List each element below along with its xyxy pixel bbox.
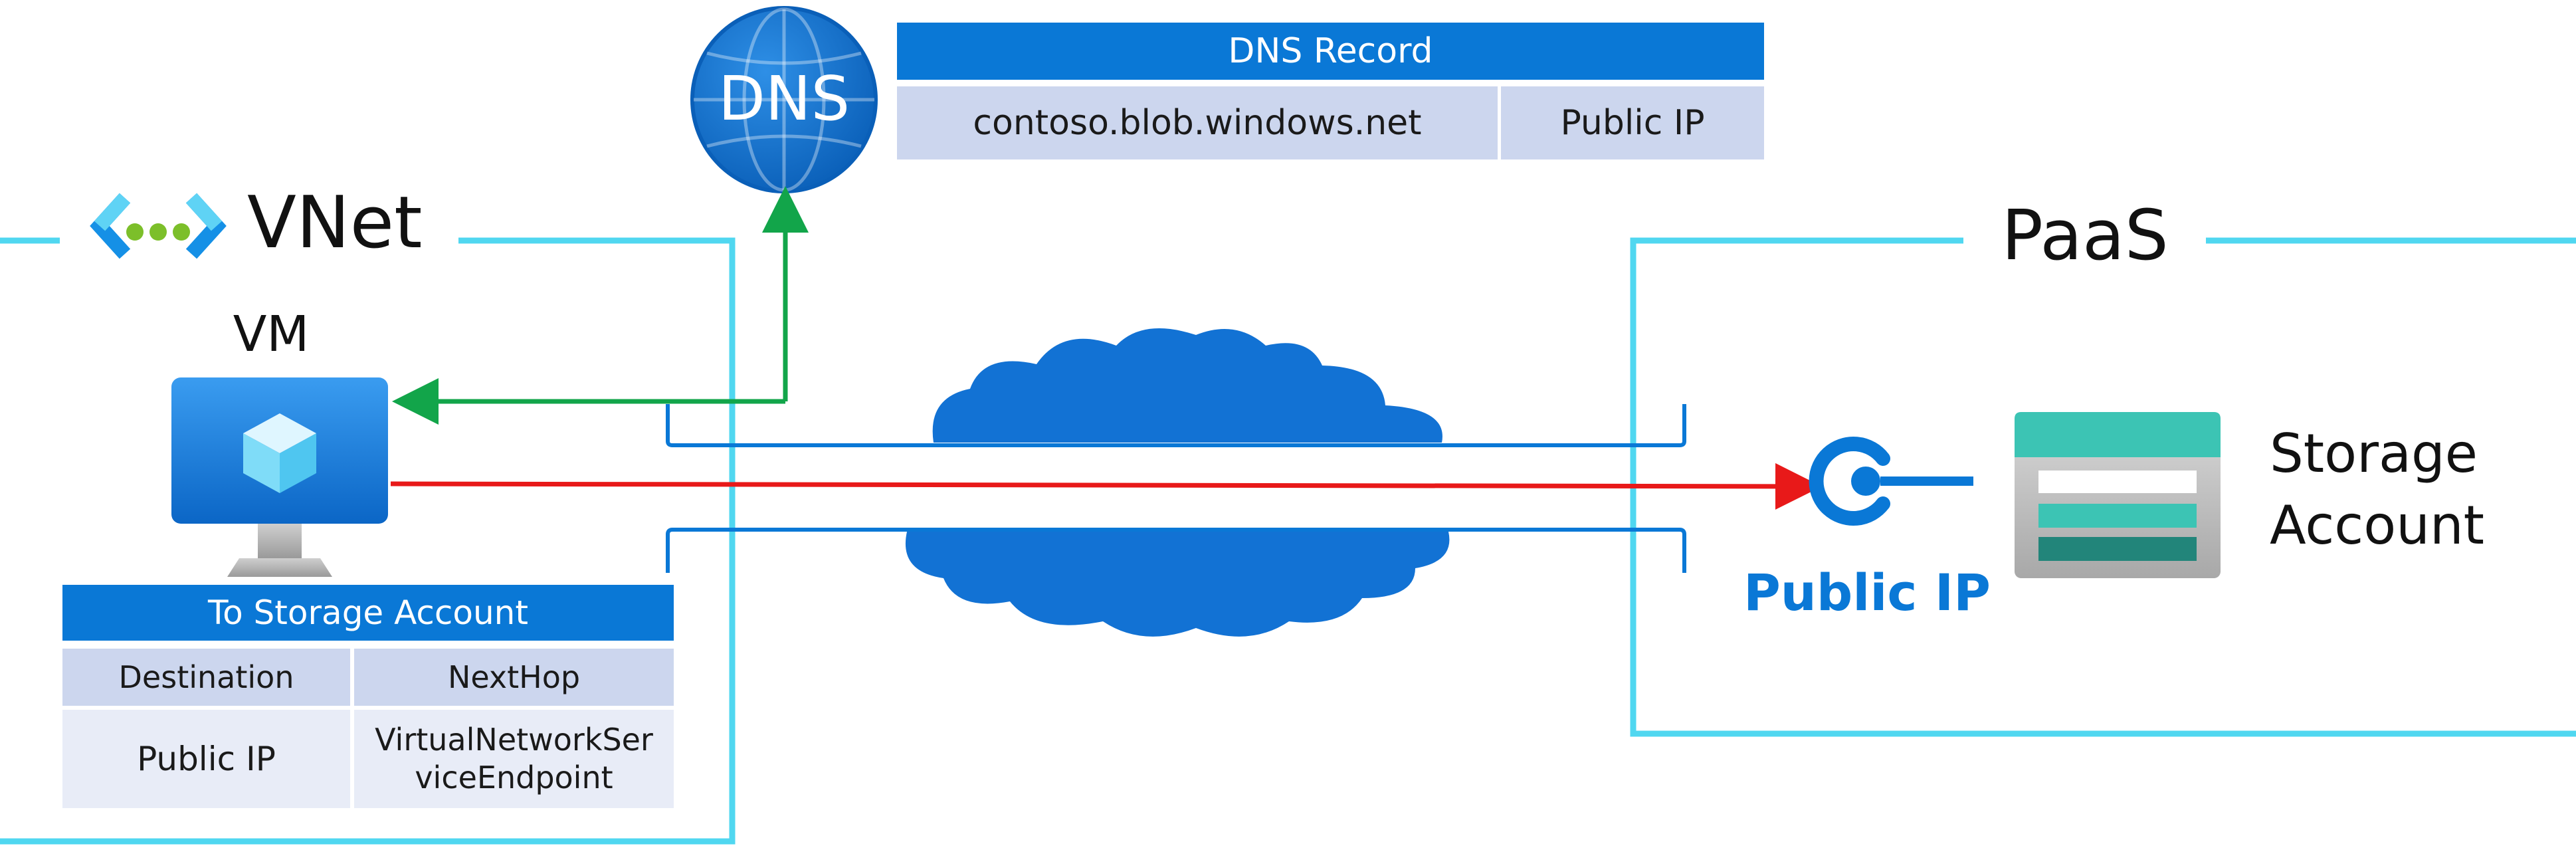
dns-icon-text: DNS <box>718 63 850 134</box>
route-header-destination: Destination <box>62 649 350 706</box>
vm-label: VM <box>233 306 309 363</box>
dns-record-value: Public IP <box>1501 86 1764 159</box>
vnet-label: VNet <box>247 181 422 264</box>
vnet-boundary <box>0 237 736 845</box>
nexthop-line1: VirtualNetworkSer <box>375 721 653 758</box>
paas-label: PaaS <box>2001 195 2169 276</box>
cube-icon <box>243 413 316 493</box>
storage-account-icon <box>2015 412 2221 578</box>
tunnel-top-bracket <box>666 404 1686 447</box>
public-ip-icon <box>1809 437 1973 526</box>
dns-globe-icon <box>690 6 878 193</box>
route-header-nexthop: NextHop <box>354 649 674 706</box>
vnet-icon <box>90 193 227 259</box>
nexthop-line2: viceEndpoint <box>415 760 613 795</box>
public-ip-label: Public IP <box>1743 563 1991 622</box>
internet-cloud-icon <box>905 328 1450 637</box>
route-row-nexthop: VirtualNetworkSer viceEndpoint <box>354 710 674 808</box>
traffic-arrow <box>390 463 1822 510</box>
route-row-destination: Public IP <box>62 710 350 808</box>
route-table-title: To Storage Account <box>62 585 674 641</box>
dns-record-host: contoso.blob.windows.net <box>897 86 1498 159</box>
vm-icon <box>171 377 388 577</box>
storage-label-line2: Account <box>2270 494 2484 556</box>
storage-label-line1: Storage <box>2270 423 2478 484</box>
dns-record-title: DNS Record <box>897 23 1764 80</box>
tunnel-bottom-bracket <box>666 528 1686 573</box>
